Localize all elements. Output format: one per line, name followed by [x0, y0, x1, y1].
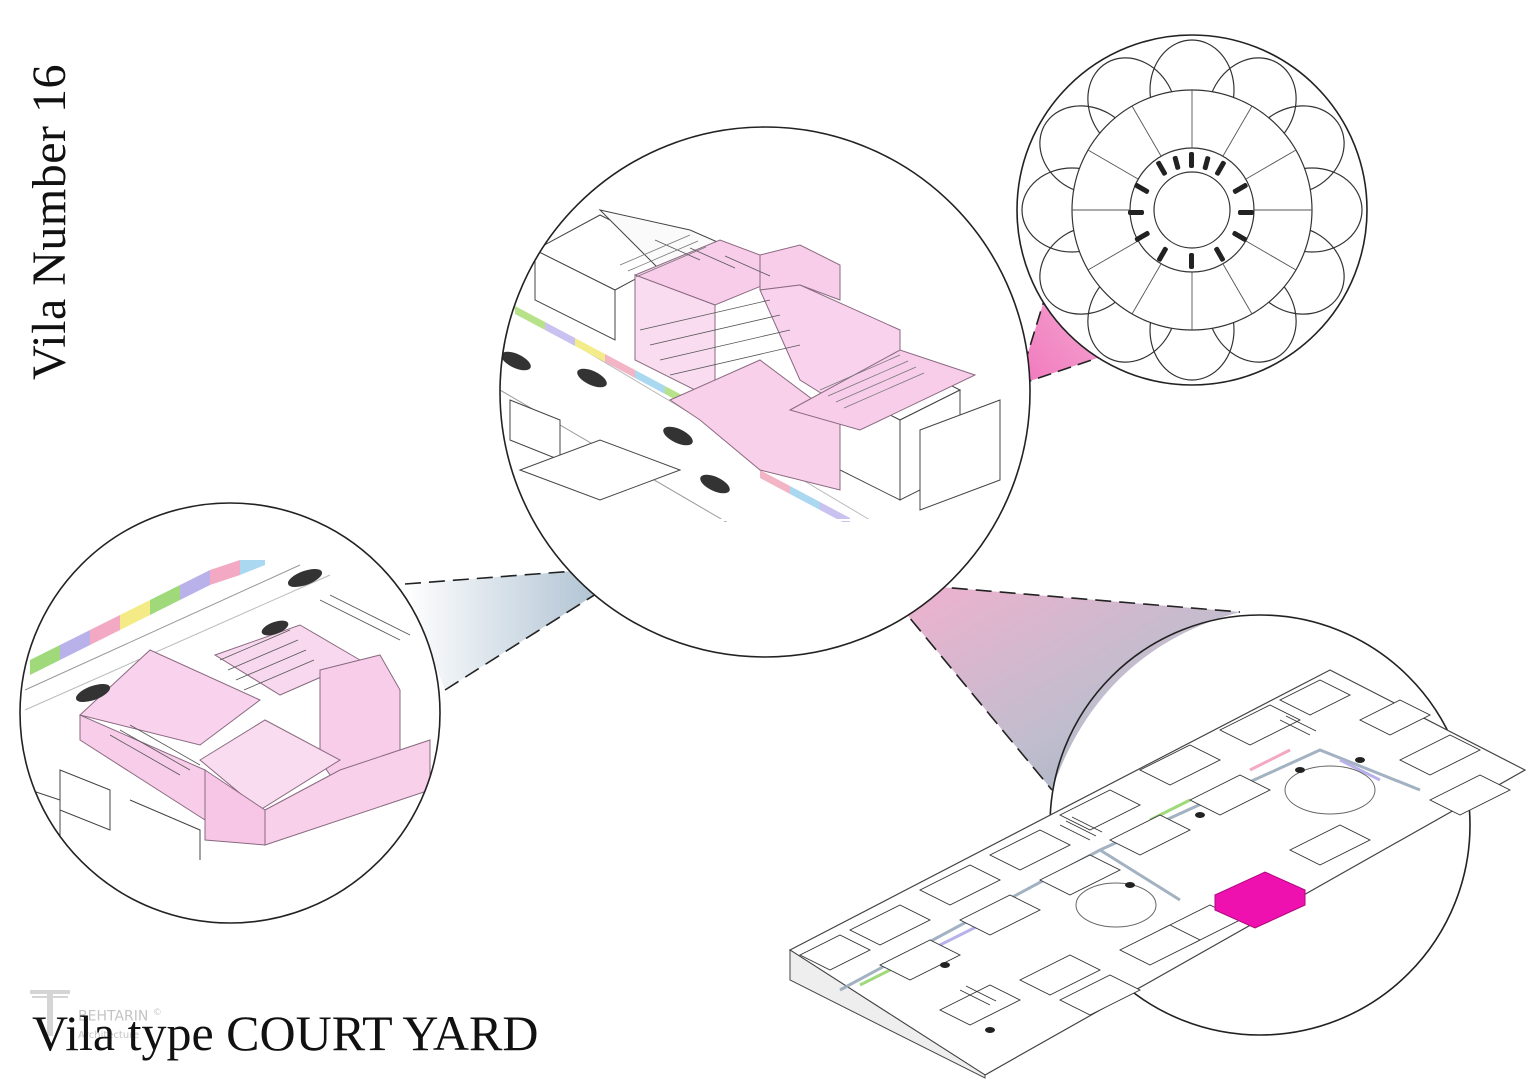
- car-icon: [501, 351, 730, 494]
- highlighted-villa-footprint: [1214, 871, 1306, 929]
- watermark-logo: [30, 990, 70, 1036]
- car-icon: [75, 568, 323, 703]
- villa-detail-view: [20, 503, 440, 923]
- district-model: [788, 669, 1527, 1079]
- villa-detail-circle: [19, 502, 441, 924]
- highlighted-villa: [633, 239, 977, 491]
- watermark-text: BEHTARIN ©: [78, 1008, 162, 1025]
- watermark-brand: BEHTARIN: [78, 1008, 149, 1025]
- car-icon: [940, 757, 1365, 1033]
- zoom-cone-right: [880, 582, 1240, 790]
- zoom-cone-left: [405, 566, 640, 690]
- street-detail-circle: [499, 126, 1031, 658]
- person-icon: [1128, 152, 1254, 269]
- watermark-subtext: Architecture: [78, 1030, 140, 1041]
- caption-title: Vila type COURT YARD: [32, 1005, 539, 1061]
- gathering-diagram: [1016, 34, 1368, 386]
- highlighted-villa-detail: [78, 624, 431, 846]
- colored-crosswalk: [30, 560, 265, 675]
- watermark-mark: ©: [152, 1008, 162, 1018]
